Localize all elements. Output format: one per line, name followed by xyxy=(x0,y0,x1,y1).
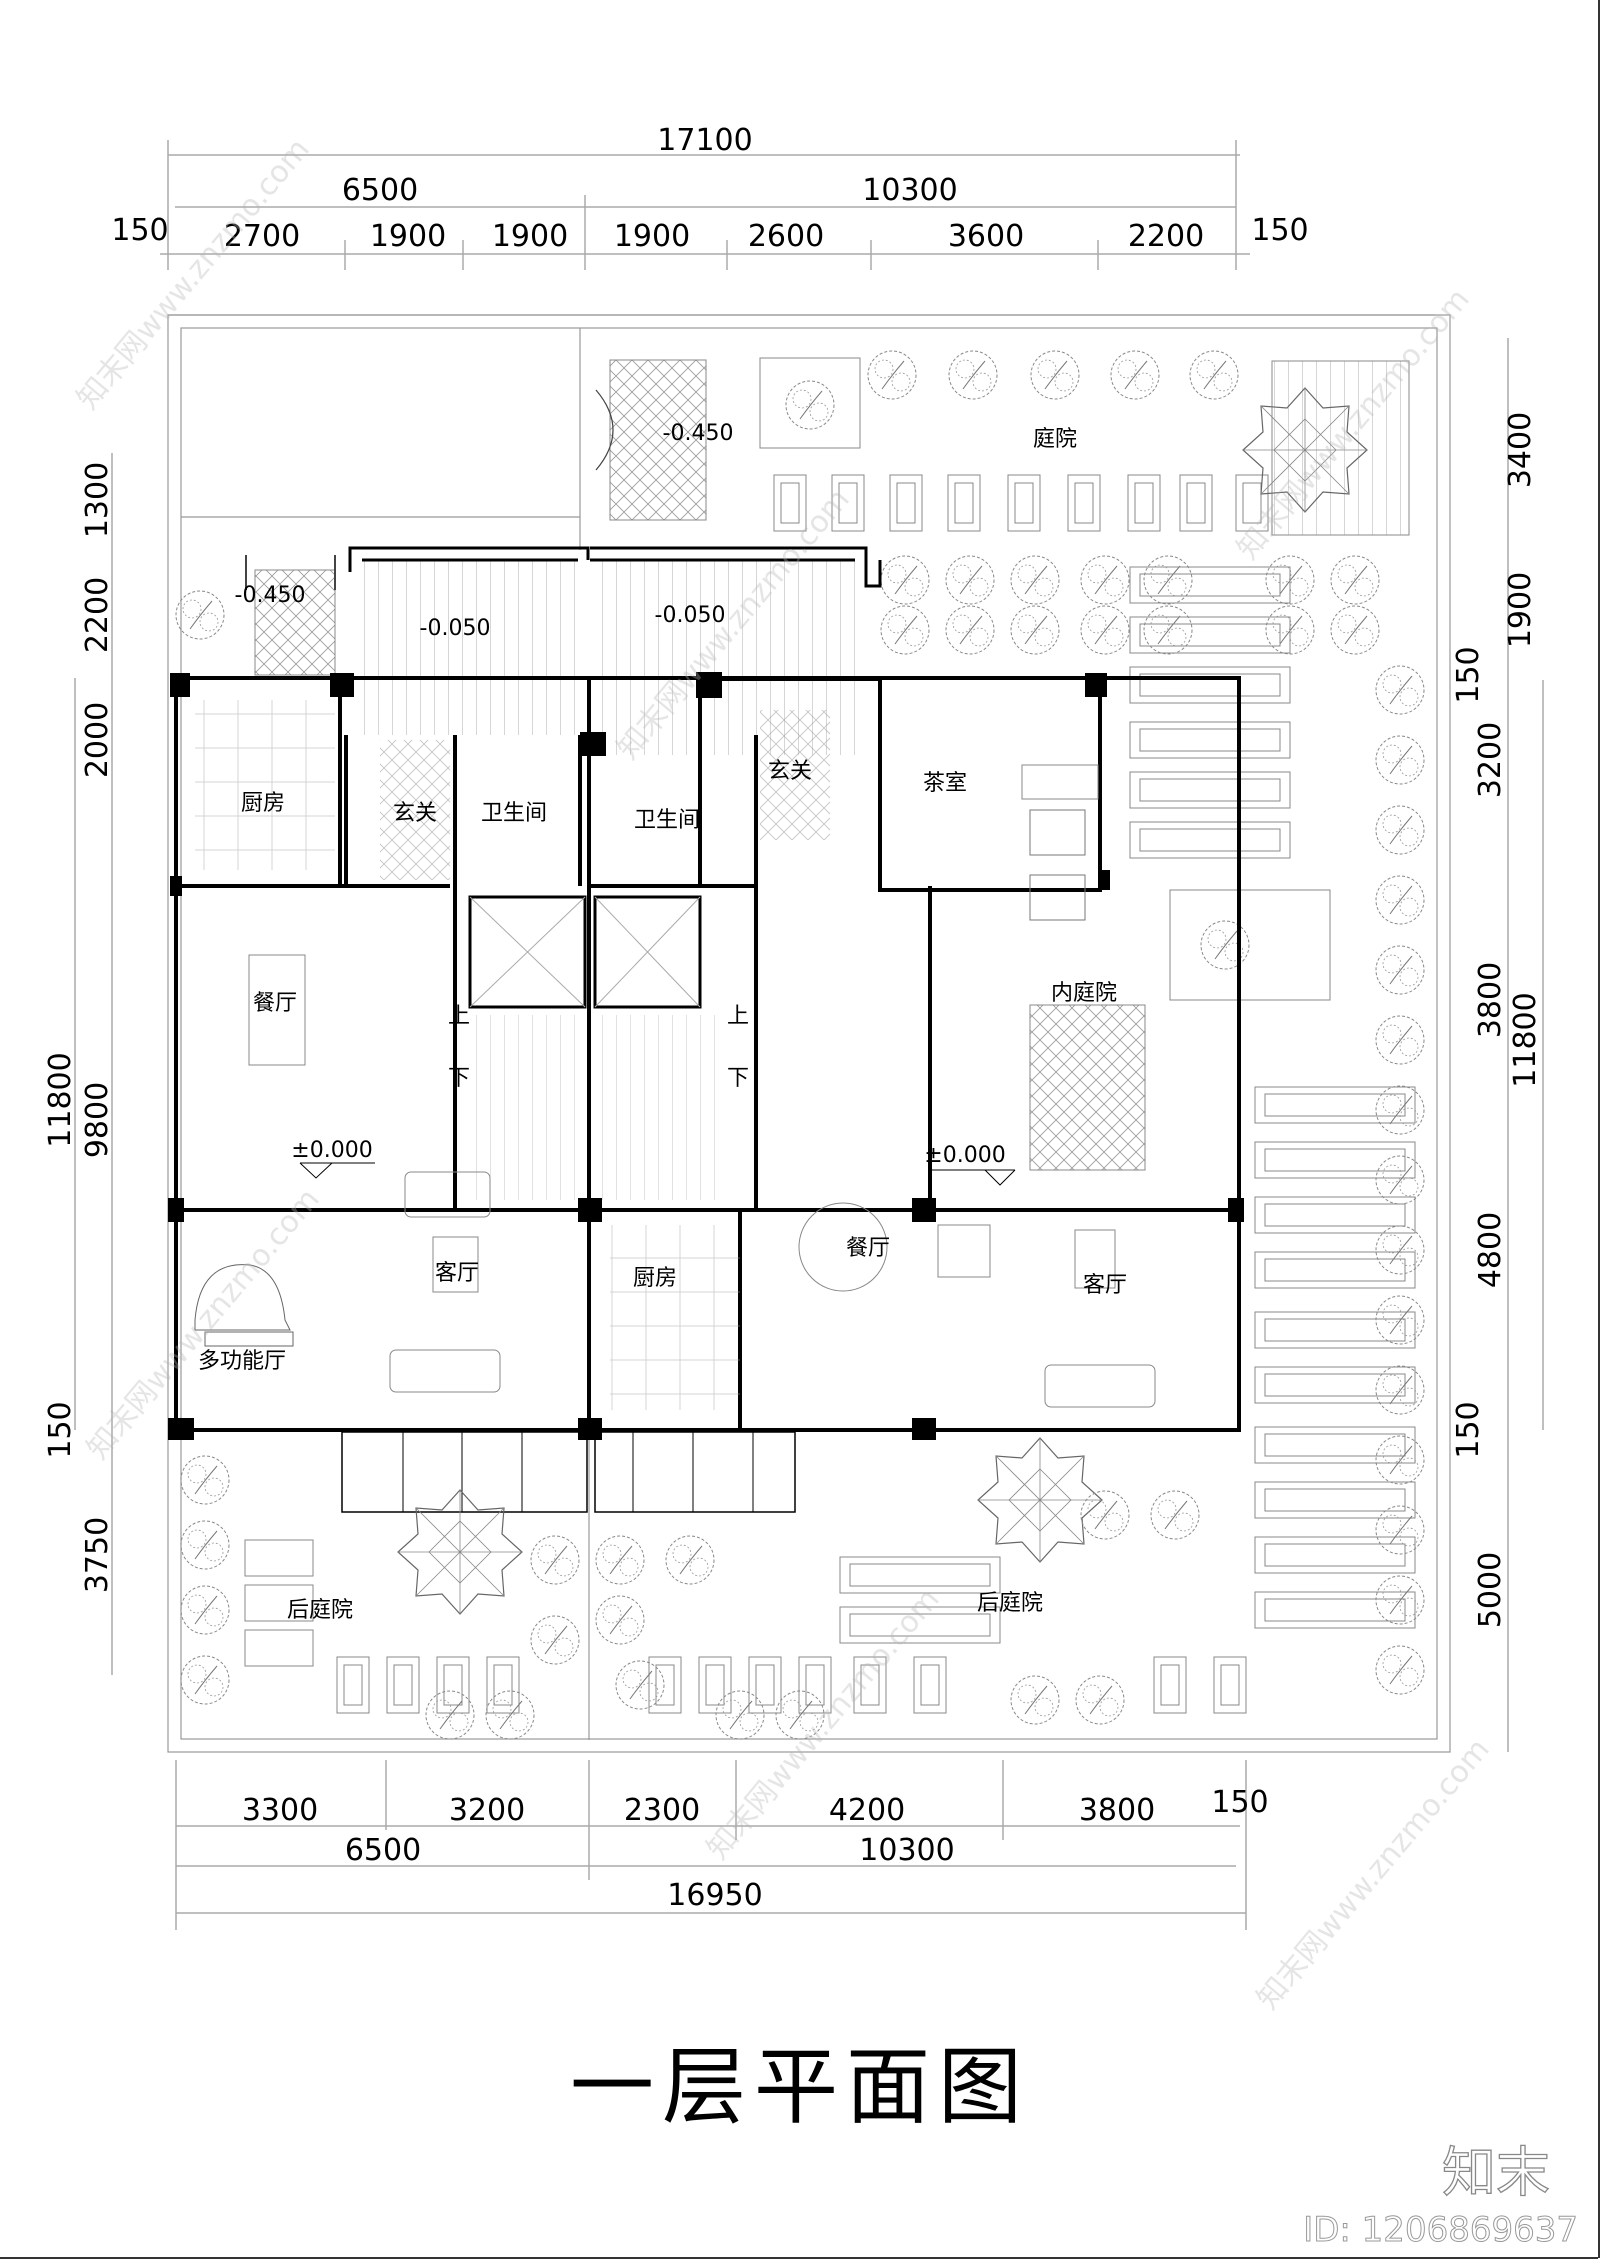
dim-top-2: 1900 xyxy=(370,219,446,254)
room-multi-hall: 多功能厅 xyxy=(198,1349,286,1374)
dim-left-0: 1300 xyxy=(80,462,115,538)
elev-front-step: -0.450 xyxy=(663,421,734,446)
brand-id: ID: 1206869637 xyxy=(1303,2210,1579,2251)
dim-right-total: 11800 xyxy=(1508,992,1543,1087)
room-courtyard: 庭院 xyxy=(1033,427,1077,452)
dim-right-6: 150 xyxy=(1451,1401,1486,1458)
side-entry xyxy=(175,555,336,676)
dim-top-4: 1900 xyxy=(614,219,690,254)
brand-logo: 知末 xyxy=(1441,2140,1550,2204)
structural-columns xyxy=(168,672,1244,1440)
room-foyer-left: 玄关 xyxy=(393,801,437,826)
room-bath-right: 卫生间 xyxy=(634,808,700,833)
room-living-left: 客厅 xyxy=(435,1261,479,1286)
room-kitchen-right: 厨房 xyxy=(633,1266,677,1291)
dimension-right xyxy=(1507,338,1544,1752)
dim-top-0: 150 xyxy=(111,213,168,248)
dim-top-5: 2600 xyxy=(748,219,824,254)
dimension-left xyxy=(74,453,113,1675)
dim-bottom-3: 4200 xyxy=(829,1793,905,1828)
room-tea-room: 茶室 xyxy=(923,771,967,796)
dim-left-3: 9800 xyxy=(80,1082,115,1158)
elev-porch-right: -0.050 xyxy=(655,603,726,628)
dim-right-7: 5000 xyxy=(1473,1552,1508,1628)
site-boundary xyxy=(167,314,1451,1753)
dim-top-total: 17100 xyxy=(657,123,752,158)
stair-down-right: 下 xyxy=(727,1066,749,1091)
back-yard xyxy=(180,1431,1247,1740)
frame-border-bottom xyxy=(0,2257,1598,2259)
dim-left-4: 150 xyxy=(43,1401,78,1458)
dim-right-2: 150 xyxy=(1451,646,1486,703)
dim-top-8: 150 xyxy=(1251,213,1308,248)
drawing-title: 一层平面图 xyxy=(569,2038,1030,2136)
room-bath-left: 卫生间 xyxy=(481,801,547,826)
elev-ground-right: ±0.000 xyxy=(924,1143,1005,1168)
room-dining-left: 餐厅 xyxy=(253,991,297,1016)
dim-top-mid-0: 6500 xyxy=(342,173,418,208)
room-back-yard-left: 后庭院 xyxy=(287,1598,353,1623)
room-living-right: 客厅 xyxy=(1083,1273,1127,1298)
room-inner-court: 内庭院 xyxy=(1051,981,1117,1006)
dim-top-3: 1900 xyxy=(492,219,568,254)
dim-top-6: 3600 xyxy=(948,219,1024,254)
dim-bottom-5: 150 xyxy=(1211,1785,1268,1820)
dim-bottom-mid-0: 6500 xyxy=(345,1833,421,1868)
dim-bottom-mid-1: 10300 xyxy=(859,1833,954,1868)
room-dining-right: 餐厅 xyxy=(846,1236,890,1261)
dim-right-4: 3800 xyxy=(1473,962,1508,1038)
dim-left-1: 2200 xyxy=(80,577,115,653)
stair-up-right: 上 xyxy=(727,1004,749,1029)
dim-top-7: 2200 xyxy=(1128,219,1204,254)
stair-down-left: 下 xyxy=(448,1066,470,1091)
dimension-top xyxy=(160,140,1250,270)
room-fills xyxy=(194,700,1156,1410)
dim-right-3: 3200 xyxy=(1473,722,1508,798)
dim-right-0: 3400 xyxy=(1503,412,1538,488)
front-courtyard xyxy=(595,350,1410,655)
right-garden xyxy=(1129,566,1425,1695)
room-kitchen-left: 厨房 xyxy=(241,791,285,816)
stair-up-left: 上 xyxy=(448,1004,470,1029)
dim-top-mid-1: 10300 xyxy=(862,173,957,208)
dim-right-1: 1900 xyxy=(1503,572,1538,648)
dim-bottom-4: 3800 xyxy=(1079,1793,1155,1828)
dim-left-total: 11800 xyxy=(43,1052,78,1147)
room-back-yard-right: 后庭院 xyxy=(977,1591,1043,1616)
dim-left-5: 3750 xyxy=(80,1517,115,1593)
dim-bottom-2: 2300 xyxy=(624,1793,700,1828)
room-foyer-right: 玄关 xyxy=(768,759,812,784)
elev-porch-left: -0.050 xyxy=(420,616,491,641)
elev-side-step: -0.450 xyxy=(235,583,306,608)
dimension-bottom xyxy=(175,1760,1247,1930)
elevation-markers xyxy=(299,1162,1016,1186)
elev-ground-left: ±0.000 xyxy=(291,1138,372,1163)
dim-left-2: 2000 xyxy=(80,702,115,778)
dim-bottom-total: 16950 xyxy=(667,1878,762,1913)
frame-border-right xyxy=(1598,0,1600,2258)
dim-top-1: 2700 xyxy=(224,219,300,254)
dim-right-5: 4800 xyxy=(1473,1212,1508,1288)
dim-bottom-1: 3200 xyxy=(449,1793,525,1828)
dim-bottom-0: 3300 xyxy=(242,1793,318,1828)
